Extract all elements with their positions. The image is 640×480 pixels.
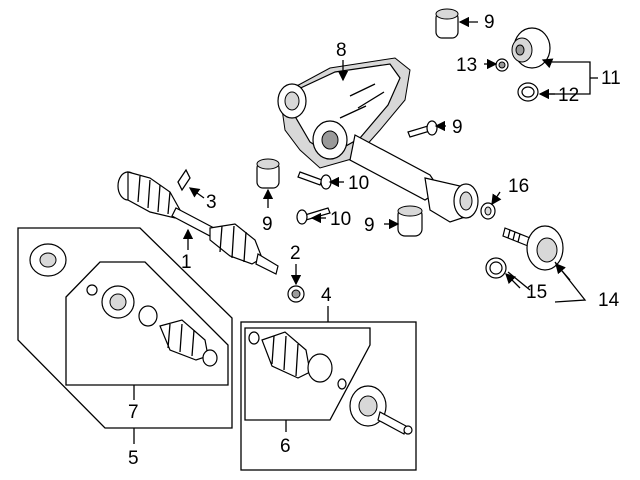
- bolt-lower: [296, 207, 331, 225]
- clamp-7: [138, 305, 158, 327]
- leader-lines: [133, 16, 598, 444]
- cv-joint-inner: [101, 285, 135, 319]
- seal-16: [480, 202, 496, 220]
- seal-15: [485, 257, 507, 279]
- snap-ring-4: [337, 378, 347, 390]
- boot-6: [261, 331, 311, 379]
- callout-6: 6: [280, 436, 291, 457]
- boot-7: [159, 319, 218, 367]
- flange-seal: [517, 82, 539, 102]
- callout-9-top: 9: [484, 12, 495, 33]
- outer-cv-boot-cap: [29, 243, 67, 277]
- callout-14: 14: [598, 290, 620, 311]
- bushing-left: [256, 158, 280, 189]
- bushing-right: [397, 205, 423, 237]
- callout-1: 1: [181, 252, 192, 273]
- callout-7: 7: [128, 402, 139, 423]
- callout-9-housing: 9: [452, 117, 463, 138]
- callout-8: 8: [336, 40, 347, 61]
- snap-ring-7: [86, 284, 98, 296]
- bolt-upper: [297, 171, 332, 190]
- outer-cv-joint: [349, 385, 413, 435]
- differential-housing: [277, 57, 479, 223]
- group-box-7: [65, 261, 229, 386]
- flange-nut: [495, 58, 509, 72]
- callout-10-upper: 10: [348, 173, 369, 194]
- flange-assembly: [511, 27, 551, 69]
- callout-3: 3: [206, 192, 217, 213]
- bolt-housing: [407, 120, 438, 138]
- group-box-5: [17, 227, 233, 429]
- callout-15: 15: [526, 282, 547, 303]
- callout-2: 2: [290, 243, 301, 264]
- clamp-6: [248, 331, 260, 345]
- callout-9-left: 9: [262, 214, 273, 235]
- callout-9-right: 9: [364, 215, 375, 236]
- axle-nut: [287, 285, 305, 303]
- stub-shaft: [502, 225, 564, 271]
- callout-12: 12: [558, 85, 579, 106]
- callout-10-lower: 10: [330, 209, 351, 230]
- callout-13: 13: [456, 55, 477, 76]
- clamp-6b: [307, 353, 333, 383]
- group-box-6: [244, 327, 371, 421]
- clip: [177, 168, 191, 192]
- bushing-top: [435, 8, 459, 39]
- callout-16: 16: [508, 176, 529, 197]
- drive-shaft-assembly: [117, 171, 279, 275]
- callout-4: 4: [321, 285, 332, 306]
- callout-11: 11: [601, 68, 621, 89]
- callout-5: 5: [128, 448, 139, 469]
